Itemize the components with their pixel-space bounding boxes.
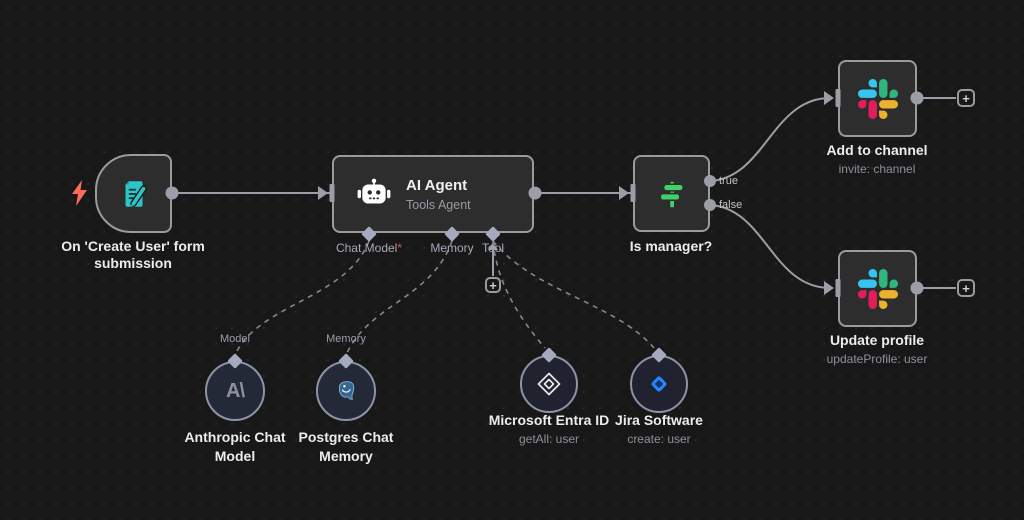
entra-id-tool-node[interactable] (520, 355, 578, 413)
jira-tool-node[interactable] (630, 355, 688, 413)
add-node-button-bottom[interactable]: + (957, 279, 975, 297)
postgres-label-line2: Memory (319, 448, 373, 464)
plus-icon: + (489, 277, 497, 293)
if-node[interactable] (633, 155, 710, 232)
slack-icon (857, 78, 898, 119)
slack-add-operation: invite: channel (838, 162, 916, 176)
ai-agent-node[interactable]: AI Agent Tools Agent (332, 155, 534, 233)
plus-icon: + (962, 90, 970, 106)
add-node-button-top[interactable]: + (957, 89, 975, 107)
slack-update-label: Update profile updateProfile: user (767, 332, 987, 368)
anthropic-icon: A\ (226, 379, 245, 402)
anthropic-label-line1: Anthropic Chat (184, 429, 286, 445)
jira-name: Jira Software (615, 412, 703, 428)
entra-id-icon (537, 372, 561, 396)
anthropic-model-node[interactable]: A\ (205, 361, 265, 421)
agent-title: AI Agent (406, 176, 468, 194)
branch-label-false: false (719, 199, 743, 211)
entra-operation: getAll: user (518, 432, 580, 446)
add-tool-button[interactable]: + (485, 277, 501, 293)
postgres-label: Postgres Chat Memory (236, 428, 456, 466)
slack-add-label: Add to channel invite: channel (767, 142, 987, 178)
trigger-label-line1: On 'Create User' form (61, 238, 205, 254)
jira-icon (651, 376, 667, 392)
trigger-node-label: On 'Create User' form submission (23, 238, 243, 272)
slack-update-node[interactable] (838, 250, 917, 327)
jira-operation: create: user (627, 432, 691, 446)
port-label-tool: Tool (481, 241, 504, 255)
form-trigger-node[interactable] (95, 154, 172, 233)
agent-subtitle: Tools Agent (406, 197, 471, 212)
entra-name: Microsoft Entra ID (488, 412, 610, 428)
trigger-label-line2: submission (94, 255, 172, 271)
signpost-icon (658, 181, 684, 207)
slack-update-name: Update profile (829, 332, 925, 348)
entra-label: Microsoft Entra ID getAll: user (439, 412, 659, 448)
plus-icon: + (962, 280, 970, 296)
postgres-memory-node[interactable] (316, 361, 376, 421)
robot-icon (357, 178, 391, 204)
slack-update-operation: updateProfile: user (826, 352, 928, 366)
branch-label-true: true (719, 175, 738, 187)
connection-tool-entra (492, 240, 546, 349)
lightning-bolt-icon (72, 180, 87, 206)
postgres-icon (338, 381, 355, 400)
anthropic-label: Anthropic Chat Model (125, 428, 345, 466)
slack-add-node[interactable] (838, 60, 917, 137)
form-icon (125, 180, 147, 207)
postgres-label-line1: Postgres Chat (298, 429, 394, 445)
port-label-chat-model: Chat Model* (309, 241, 429, 255)
slack-icon (857, 268, 898, 309)
connection-tool-jira (492, 240, 655, 349)
required-asterisk: * (397, 241, 403, 255)
port-label-memory-sub: Memory (326, 333, 366, 345)
slack-add-name: Add to channel (826, 142, 928, 158)
anthropic-label-line2: Model (214, 448, 256, 464)
if-node-label: Is manager? (629, 238, 713, 254)
jira-label: Jira Software create: user (549, 412, 769, 448)
port-label-model-sub: Model (220, 333, 250, 345)
chat-model-text: Chat Model (335, 241, 398, 255)
